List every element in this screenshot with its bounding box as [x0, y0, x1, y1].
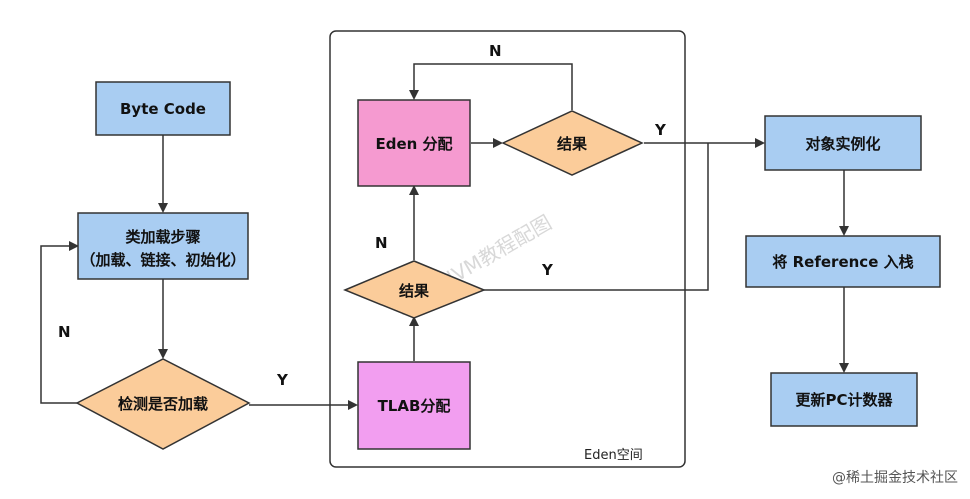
- class-load-label-line1: 类加载步骤: [125, 228, 200, 246]
- push-ref-label: 将 Reference 入栈: [772, 253, 913, 271]
- eden-alloc-node: Eden 分配: [357, 99, 471, 187]
- eden-space-region: [329, 30, 686, 468]
- upper-yes-label: Y: [654, 121, 667, 139]
- edge-upper-no-loop: [409, 63, 573, 110]
- tlab-alloc-label: TLAB分配: [378, 397, 451, 415]
- result-lower-node: 结果: [343, 260, 486, 319]
- instantiate-label: 对象实例化: [805, 135, 880, 153]
- instantiate-node: 对象实例化: [764, 115, 922, 171]
- result-lower-label: 结果: [399, 282, 430, 300]
- credit-text: @稀土掘金技术社区: [832, 470, 958, 486]
- tlab-alloc-node: TLAB分配: [357, 361, 471, 450]
- class-load-label-line2: （加载、链接、初始化）: [80, 251, 245, 269]
- check-loaded-label: 检测是否加载: [118, 395, 208, 413]
- bytecode-label: Byte Code: [120, 100, 206, 118]
- lower-no-label: N: [375, 234, 388, 252]
- edge-check-no-loop: [40, 241, 79, 404]
- check-loaded-node: 检测是否加载: [75, 358, 251, 450]
- upper-no-label: N: [489, 42, 502, 60]
- result-upper-node: 结果: [501, 110, 644, 176]
- eden-space-label: Eden空间: [584, 448, 643, 463]
- check-no-label: N: [58, 323, 71, 341]
- lower-yes-label: Y: [541, 261, 554, 279]
- check-yes-label: Y: [276, 371, 289, 389]
- push-ref-node: 将 Reference 入栈: [745, 235, 941, 288]
- connectors: [40, 63, 849, 410]
- eden-alloc-label: Eden 分配: [375, 135, 452, 153]
- update-pc-node: 更新PC计数器: [770, 372, 918, 427]
- class-load-node: 类加载步骤 （加载、链接、初始化）: [77, 212, 249, 280]
- edge-lower-yes-to-instantiate: [484, 143, 709, 291]
- result-upper-label: 结果: [557, 135, 588, 153]
- bytecode-node: Byte Code: [95, 81, 231, 136]
- update-pc-label: 更新PC计数器: [795, 391, 893, 409]
